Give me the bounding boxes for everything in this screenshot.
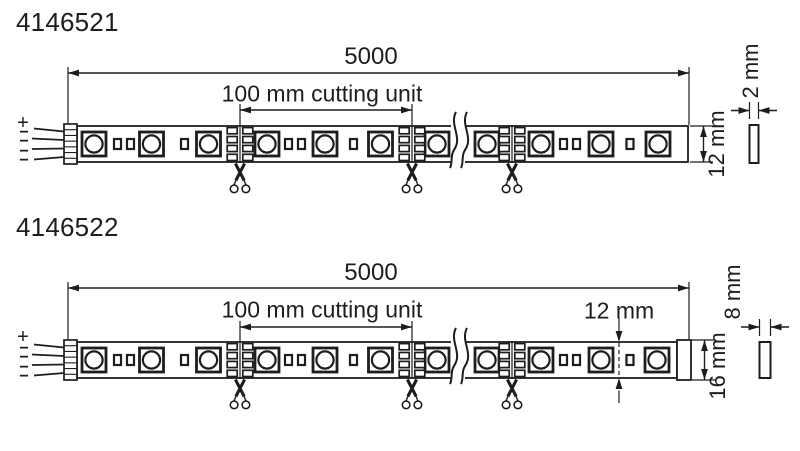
power-wires: [31, 127, 65, 161]
scissors-icon: [229, 162, 251, 194]
resistor: [179, 353, 190, 367]
solder-pads: [398, 342, 426, 378]
polarity-plus-1: +: [17, 112, 29, 134]
led-module: [423, 130, 451, 158]
strip-height-label-2: 16 mm: [705, 332, 730, 400]
polarity-minus-2d: −: [19, 368, 29, 385]
solder-pads: [226, 126, 254, 162]
scissors-icon: [229, 378, 251, 410]
polarity-minus-1c: −: [19, 143, 29, 160]
resistor: [348, 137, 359, 151]
dimension-total-length: [67, 67, 690, 125]
connector-block: [63, 339, 78, 381]
dimension-inner-width: [615, 318, 623, 403]
polarity-minus-1a: −: [19, 124, 29, 141]
led-module: [253, 130, 281, 158]
cut-point: [226, 321, 254, 410]
resistor: [625, 353, 635, 367]
power-wires: [31, 343, 65, 377]
scissors-icon: [401, 162, 423, 194]
led-module: [367, 346, 394, 374]
diagram-4146521: [31, 67, 777, 194]
dimension-thickness: [731, 102, 777, 119]
resistor: [348, 353, 359, 367]
cut-point: [498, 126, 526, 194]
polarity-minus-2c: −: [19, 359, 29, 376]
solder-pads: [398, 126, 426, 162]
cross-section-view: [741, 319, 789, 379]
led-module: [644, 130, 672, 158]
led-module: [195, 130, 222, 158]
thickness-label-1: 2 mm: [738, 43, 763, 99]
led-module: [473, 130, 501, 158]
resistor: [625, 137, 635, 151]
led-module: [587, 130, 615, 158]
end-cap: [676, 339, 692, 381]
led-module: [253, 346, 281, 374]
led-module: [527, 346, 555, 374]
solder-pads: [226, 342, 254, 378]
resistor: [125, 353, 136, 367]
led-module: [80, 130, 108, 158]
dimension-cutting-unit: [240, 106, 412, 114]
strip-break-symbol: [449, 327, 470, 385]
solder-pads: [498, 126, 526, 162]
connector-block: [63, 123, 78, 165]
cut-point: [398, 104, 426, 194]
resistor: [571, 137, 582, 151]
led-module: [138, 346, 165, 374]
cutting-unit-label-1: 100 mm cutting unit: [221, 80, 423, 107]
led-module: [473, 346, 501, 374]
solder-pads: [498, 342, 526, 378]
total-length-label-2: 5000: [344, 259, 398, 286]
cut-point: [498, 342, 526, 410]
led-module: [80, 346, 108, 374]
polarity-minus-2a: −: [19, 340, 29, 357]
resistor: [112, 137, 123, 151]
led-module: [587, 346, 615, 374]
dimension-strip-height: [692, 339, 716, 381]
resistor: [283, 137, 294, 151]
scissors-icon: [501, 162, 523, 194]
thickness-label-2: 8 mm: [720, 264, 745, 320]
diagram-4146522: [31, 282, 789, 410]
resistor: [125, 137, 136, 151]
polarity-minus-1b: −: [19, 133, 29, 150]
led-module: [311, 346, 339, 374]
polarity-minus-2b: −: [19, 349, 29, 366]
strip-break-symbol: [449, 111, 470, 169]
cut-point: [398, 321, 426, 410]
resistor: [179, 137, 190, 151]
cut-point: [226, 104, 254, 194]
dimension-total-length: [67, 282, 690, 339]
resistor: [296, 137, 307, 151]
total-length-label-1: 5000: [344, 43, 398, 70]
dimension-cutting-unit: [240, 323, 412, 331]
article-number-1: 4146521: [16, 7, 119, 37]
led-module: [367, 130, 394, 158]
resistor: [558, 353, 569, 367]
resistor: [296, 353, 307, 367]
resistor: [283, 353, 294, 367]
article-number-2: 4146522: [16, 212, 119, 242]
led-module: [195, 346, 222, 374]
resistor: [571, 353, 582, 367]
cross-section-view: [731, 102, 777, 164]
strip-height-label-1: 12 mm: [704, 110, 729, 178]
led-module: [423, 346, 451, 374]
polarity-minus-1d: −: [19, 152, 29, 169]
resistor: [112, 353, 123, 367]
led-module: [138, 130, 165, 158]
scissors-icon: [501, 378, 523, 410]
led-module: [643, 346, 671, 374]
led-module: [311, 130, 339, 158]
resistor: [558, 137, 569, 151]
dimension-thickness: [741, 319, 789, 336]
dimension-strip-height: [690, 125, 713, 163]
led-module: [527, 130, 555, 158]
polarity-plus-2: +: [17, 326, 29, 348]
scissors-icon: [401, 378, 423, 410]
inner-width-label-2: 12 mm: [583, 297, 655, 324]
cutting-unit-label-2: 100 mm cutting unit: [221, 296, 423, 323]
